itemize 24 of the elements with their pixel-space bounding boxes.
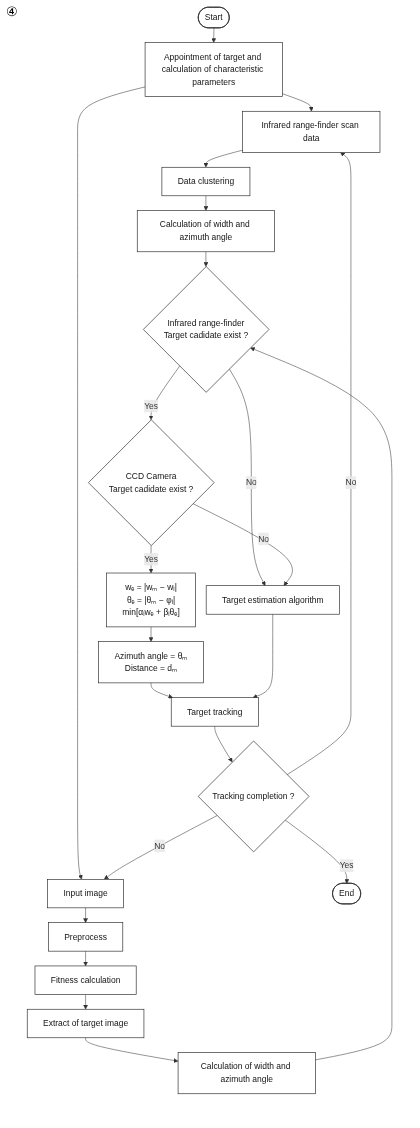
node-box: Fitness calculation	[35, 965, 137, 995]
edge-label: No	[246, 477, 258, 487]
callout-mark: ④	[6, 4, 18, 19]
node-box: Input image	[47, 878, 125, 908]
edge-label: Yes	[144, 554, 159, 563]
node-diamond: CCD Camera Target cadidate exist ?	[88, 418, 215, 546]
node-box: Preprocess	[48, 921, 124, 951]
node-box: Target estimation algorithm	[206, 584, 341, 615]
node-box: Calculation of width and azimuth angle	[137, 209, 276, 252]
node-diamond: Infrared range-finder Target cadidate exist ?	[143, 265, 270, 393]
edge-label: No	[345, 477, 357, 487]
edge-label: Yes	[144, 400, 159, 410]
edge-label: Yes	[340, 860, 354, 870]
node-box: Calculation of width and azimuth angle	[178, 1051, 317, 1094]
node-box: Extract of target image	[27, 1008, 145, 1038]
edge-label: No	[258, 533, 270, 543]
node-box: Appointment of target and calculation of characteristic parameters	[145, 41, 284, 97]
node-box: Azimuth angle = θₘ Distance = dₘ	[98, 640, 205, 683]
edge-label: No	[154, 840, 166, 850]
node-diamond: Tracking completion ?	[198, 740, 310, 852]
node-box: Infrared range-finder scan data	[242, 110, 381, 153]
node-box: wₑ = |wₘ − wᵢ| θₑ = |θₘ − φᵢ| min[αᵢwₑ + βᵢθₑ]	[106, 572, 197, 627]
node-box: Target tracking	[171, 696, 260, 726]
node-box: Data clustering	[162, 166, 251, 196]
